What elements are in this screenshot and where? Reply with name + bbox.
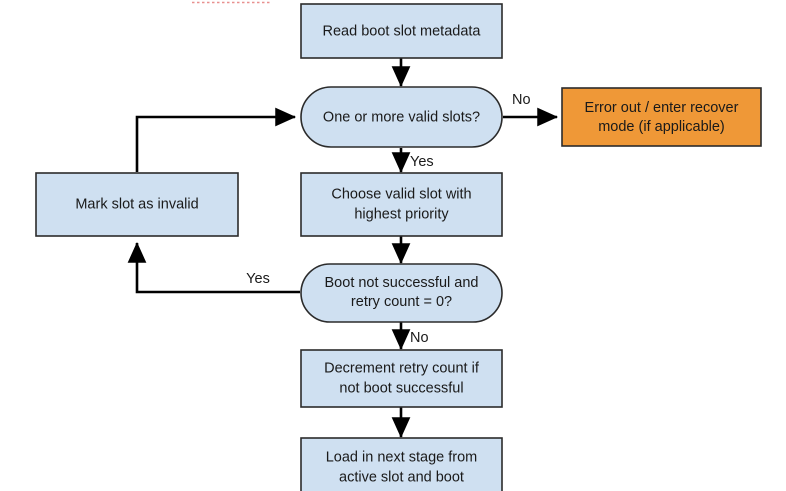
node-text-line: Decrement retry count if <box>324 360 480 376</box>
node-error-out-enter-recover-mode[interactable]: Error out / enter recover mode (if appli… <box>561 87 762 147</box>
node-text-line: active slot and boot <box>339 469 464 485</box>
node-boot-not-successful-retry-zero[interactable]: Boot not successful and retry count = 0? <box>300 263 503 323</box>
node-shape-rectangle <box>35 172 239 237</box>
edge-boot-check-yes-to-mark-invalid <box>127 241 300 294</box>
node-shape-rectangle <box>561 87 762 147</box>
edge-mark-invalid-to-valid-slots <box>135 107 297 172</box>
node-text-line: Error out / enter recover <box>585 100 739 116</box>
node-text-line: Boot not successful and <box>325 275 479 291</box>
node-shape-rectangle <box>300 437 503 491</box>
node-shape-rectangle <box>300 172 503 237</box>
node-choose-valid-slot-highest-priority[interactable]: Choose valid slot with highest priority <box>300 172 503 237</box>
node-text-line: not boot successful <box>339 380 463 396</box>
node-shape-rectangle <box>300 349 503 408</box>
node-text-line: Read boot slot metadata <box>323 23 482 39</box>
node-text-line: Mark slot as invalid <box>75 196 198 212</box>
edge-label-yes-valid-slots: Yes <box>410 154 434 170</box>
node-text-line: retry count = 0? <box>351 294 452 310</box>
edges <box>127 58 559 439</box>
edge-label-no-retry-continue: No <box>410 330 429 346</box>
node-text-line: Load in next stage from <box>326 449 478 465</box>
node-decrement-retry-count[interactable]: Decrement retry count if not boot succes… <box>300 349 503 408</box>
node-one-or-more-valid-slots[interactable]: One or more valid slots? <box>300 86 503 148</box>
node-text-line: Choose valid slot with <box>331 186 471 202</box>
node-shape-rectangle <box>300 3 503 59</box>
node-shape-stadium <box>300 263 503 323</box>
node-text-line: mode (if applicable) <box>598 119 725 135</box>
node-load-next-stage-active-slot[interactable]: Load in next stage from active slot and … <box>300 437 503 491</box>
node-read-boot-slot-metadata[interactable]: Read boot slot metadata <box>300 3 503 59</box>
node-mark-slot-as-invalid[interactable]: Mark slot as invalid <box>35 172 239 237</box>
node-shape-stadium <box>300 86 503 148</box>
edge-label-no-valid-slots: No <box>512 92 531 108</box>
node-text-line: highest priority <box>354 206 449 222</box>
edge-label-yes-retry-loop: Yes <box>246 271 270 287</box>
node-text-line: One or more valid slots? <box>323 109 480 125</box>
